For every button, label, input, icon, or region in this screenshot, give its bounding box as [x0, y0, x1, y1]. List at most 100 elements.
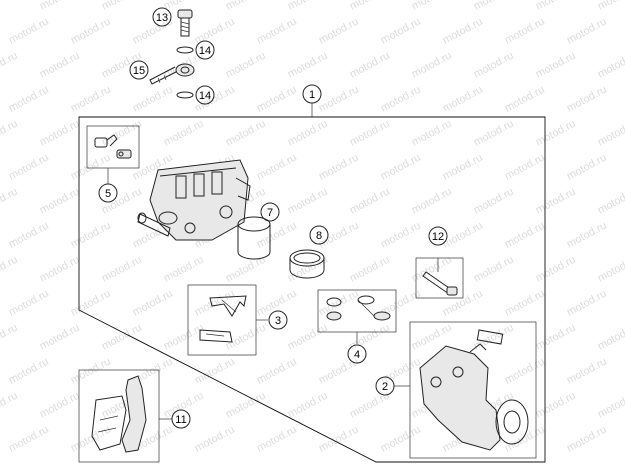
watermark-text: motod.ru — [565, 288, 609, 319]
watermark-text: motod.ru — [534, 118, 578, 149]
watermark-text: motod.ru — [503, 152, 547, 183]
watermark-text: motod.ru — [379, 152, 423, 183]
watermark-text: motod.ru — [162, 118, 206, 149]
watermark-text: motod.ru — [131, 84, 175, 115]
watermark-text: motod.ru — [7, 84, 51, 115]
bleeder-kit-box — [86, 125, 140, 169]
watermark-text: motod.ru — [38, 322, 82, 353]
watermark-text: motod.ru — [69, 16, 113, 47]
pad-spring-part — [199, 295, 247, 343]
caliper-assembly-outline — [78, 116, 546, 463]
callout-3-label: 3 — [275, 315, 281, 327]
piston-part — [237, 216, 271, 260]
watermark-text: motod.ru — [410, 50, 454, 81]
washer-lower-part — [176, 91, 194, 99]
watermark-text: motod.ru — [7, 220, 51, 251]
callout-13: 13 — [152, 7, 172, 27]
watermark-text: motod.ru — [565, 220, 609, 251]
watermark-text: motod.ru — [410, 0, 454, 13]
callout-5-label: 5 — [105, 188, 111, 200]
watermark-text: motod.ru — [379, 84, 423, 115]
watermark-text: motod.ru — [69, 424, 113, 455]
watermark-text: motod.ru — [69, 152, 113, 183]
watermark-text: motod.ru — [38, 50, 82, 81]
seal-rings-part — [289, 249, 325, 279]
caliper-body-part — [137, 159, 251, 241]
watermark-text: motod.ru — [410, 118, 454, 149]
watermark-text: motod.ru — [38, 118, 82, 149]
callout-3: 3 — [268, 310, 288, 330]
callout-8-label: 8 — [316, 230, 322, 242]
watermark-text: motod.ru — [255, 152, 299, 183]
watermark-text: motod.ru — [7, 152, 51, 183]
watermark-text: motod.ru — [534, 254, 578, 285]
watermark-text: motod.ru — [472, 322, 516, 353]
watermark-text: motod.ru — [7, 356, 51, 387]
callout-11: 11 — [171, 409, 191, 429]
callout-4-label: 4 — [354, 349, 360, 361]
caliper-support-box — [409, 321, 537, 459]
watermark-text: motod.ru — [596, 390, 625, 421]
watermark-text: motod.ru — [224, 390, 268, 421]
watermark-text: motod.ru — [503, 220, 547, 251]
watermark-text: motod.ru — [224, 322, 268, 353]
watermark-text: motod.ru — [286, 0, 330, 13]
watermark-text: motod.ru — [348, 186, 392, 217]
watermark-text: motod.ru — [224, 118, 268, 149]
watermark-text: motod.ru — [0, 254, 20, 285]
watermark-text: motod.ru — [348, 254, 392, 285]
watermark-text: motod.ru — [317, 84, 361, 115]
watermark-text: motod.ru — [348, 0, 392, 13]
watermark-text: motod.ru — [472, 186, 516, 217]
watermark-text: motod.ru — [38, 0, 82, 13]
callout-14-lower-label: 14 — [199, 90, 211, 102]
watermark-text: motod.ru — [534, 322, 578, 353]
callout-2: 2 — [375, 376, 395, 396]
watermark-text: motod.ru — [534, 50, 578, 81]
caliper-support-part — [419, 329, 529, 451]
watermark-text: motod.ru — [596, 322, 625, 353]
watermark-text: motod.ru — [7, 288, 51, 319]
watermark-text: motod.ru — [565, 16, 609, 47]
watermark-text: motod.ru — [472, 118, 516, 149]
watermark-text: motod.ru — [286, 322, 330, 353]
watermark-text: motod.ru — [503, 288, 547, 319]
watermark-text: motod.ru — [255, 424, 299, 455]
callout-2-label: 2 — [382, 381, 388, 393]
watermark-text: motod.ru — [100, 0, 144, 13]
watermark-text: motod.ru — [0, 0, 20, 13]
banjo-fitting-part — [149, 63, 195, 85]
watermark-text: motod.ru — [472, 0, 516, 13]
callout-14-upper-label: 14 — [199, 45, 211, 57]
callout-7: 7 — [260, 202, 280, 222]
watermark-text: motod.ru — [534, 186, 578, 217]
watermark-text: motod.ru — [286, 254, 330, 285]
watermark-text: motod.ru — [596, 0, 625, 13]
callout-1-label: 1 — [309, 89, 315, 101]
watermark-text: motod.ru — [162, 254, 206, 285]
watermark-text: motod.ru — [224, 50, 268, 81]
watermark-text: motod.ru — [0, 186, 20, 217]
watermark-text: motod.ru — [69, 220, 113, 251]
piston-kit-part — [326, 295, 391, 321]
watermark-text: motod.ru — [565, 356, 609, 387]
watermark-text: motod.ru — [534, 0, 578, 13]
watermark-text: motod.ru — [379, 424, 423, 455]
watermark-text: motod.ru — [193, 16, 237, 47]
watermark-text: motod.ru — [7, 424, 51, 455]
watermark-text: motod.ru — [317, 16, 361, 47]
watermark-text: motod.ru — [317, 424, 361, 455]
callout-12-label: 12 — [432, 231, 444, 243]
watermark-text: motod.ru — [255, 16, 299, 47]
watermark-text: motod.ru — [596, 186, 625, 217]
callout-14-upper: 14 — [195, 40, 215, 60]
watermark-text: motod.ru — [348, 50, 392, 81]
watermark-text: motod.ru — [503, 84, 547, 115]
watermark-text: motod.ru — [100, 322, 144, 353]
watermark-text: motod.ru — [286, 118, 330, 149]
watermark-text: motod.ru — [286, 390, 330, 421]
watermark-text: motod.ru — [503, 16, 547, 47]
watermark-text: motod.ru — [565, 152, 609, 183]
watermark-text: motod.ru — [348, 390, 392, 421]
callout-8: 8 — [309, 225, 329, 245]
